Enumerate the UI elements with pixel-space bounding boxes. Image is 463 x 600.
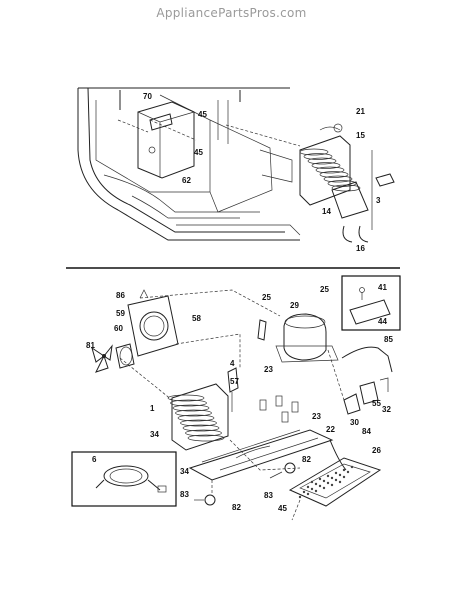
callout-c16: 16 [356,244,365,253]
callout-c86: 86 [116,291,125,300]
callout-c44: 44 [378,317,387,326]
condenser-coil-part-15 [299,123,361,206]
callout-c57: 57 [230,377,239,386]
callout-c45b: 45 [194,148,203,157]
callout-c15: 15 [356,131,365,140]
wire-part-85 [341,346,393,373]
callout-c45c: 45 [278,504,287,513]
callout-c30: 30 [350,418,359,427]
cabinet-assembly [77,87,301,241]
callout-c6: 6 [92,455,97,464]
callout-c84: 84 [362,427,371,436]
fan-motor-part-60 [115,343,135,369]
callout-c1: 1 [150,404,155,413]
relay-part-30 [343,377,389,415]
callout-c26: 26 [372,446,381,455]
callout-c62: 62 [182,176,191,185]
callout-c60: 60 [114,324,123,333]
compressor-part-29 [257,313,339,363]
callout-c83a: 83 [180,490,189,499]
callout-c23a: 23 [264,365,273,374]
grommets-part-23 [259,395,299,423]
callout-c34b: 34 [180,467,189,476]
callout-c29: 29 [290,301,299,310]
callout-c59: 59 [116,309,125,318]
callout-c25b: 25 [320,285,329,294]
fan-blade-part-81 [91,344,113,373]
power-cord-inset-part-6 [71,451,177,507]
drain-pan-part-26 [288,439,382,507]
callout-c14: 14 [322,207,331,216]
callout-c3: 3 [376,196,381,205]
callout-labels: 7045456221151431686595860812525294144854… [86,92,393,513]
fan-shroud-part-59 [127,289,179,357]
callout-c41: 41 [378,283,387,292]
inset-box-41-44 [341,275,401,331]
callout-c82a: 82 [302,455,311,464]
callout-c32: 32 [382,405,391,414]
evaporator-cover-part-62 [137,101,195,179]
dashed-leaders [119,289,345,521]
callout-c55: 55 [372,399,381,408]
callout-c22: 22 [326,425,335,434]
condenser-part-1 [167,383,229,451]
base-pan-part-22 [188,429,334,481]
callout-c25a: 25 [262,293,271,302]
callout-c45a: 45 [198,110,207,119]
callout-c21: 21 [356,107,365,116]
callout-c58: 58 [192,314,201,323]
callout-c85: 85 [384,335,393,344]
dryer-part-57 [227,367,239,412]
drain-tube-part-14 [331,150,395,243]
callout-c82b: 82 [232,503,241,512]
callout-c81: 81 [86,341,95,350]
callout-c23b: 23 [312,412,321,421]
callout-c70: 70 [143,92,152,101]
callout-c34a: 34 [150,430,159,439]
callout-c83b: 83 [264,491,273,500]
watermark: AppliancePartsPros.com [156,6,307,20]
callout-c4: 4 [230,359,235,368]
